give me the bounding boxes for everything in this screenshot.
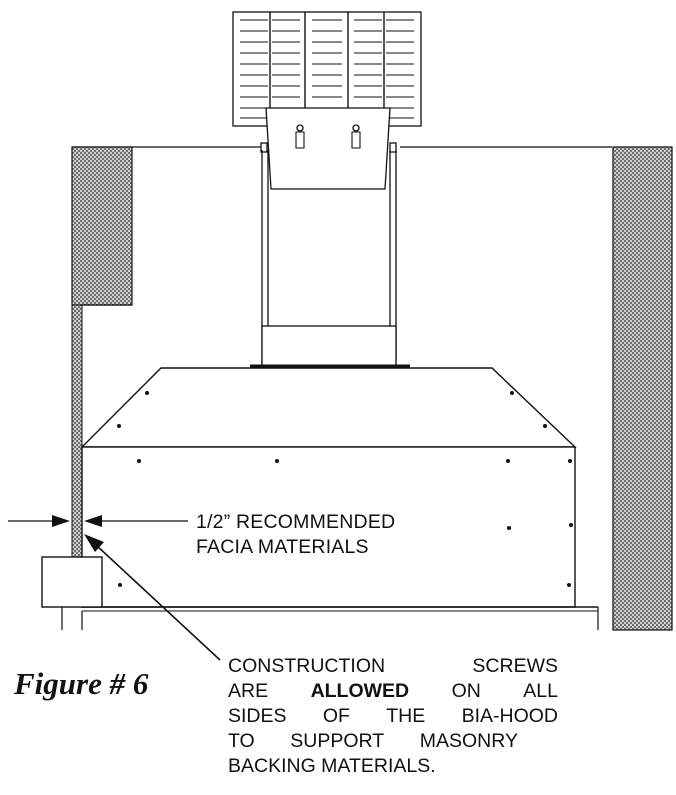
base-support-block (41, 556, 103, 608)
note-line-2: ARE ALLOWED ON ALL (228, 679, 558, 704)
facia-note-line1: 1/2” RECOMMENDED (196, 511, 396, 533)
duct-chase (261, 150, 397, 369)
note-word: CONSTRUCTION (228, 655, 386, 677)
arrow-icon (84, 534, 221, 661)
note-emphasis-allowed: ALLOWED (310, 680, 410, 702)
note-line-1: CONSTRUCTION SCREWS (228, 654, 558, 679)
note-line-4: TO SUPPORT MASONRY (228, 729, 518, 754)
left-masonry-wall (71, 146, 133, 558)
vent-transition-box (260, 107, 397, 190)
construction-screws-note: CONSTRUCTION SCREWS ARE ALLOWED ON ALL S… (228, 654, 558, 779)
facia-note-line2: FACIA MATERIALS (196, 536, 369, 558)
note-word: SCREWS (472, 655, 558, 677)
note-word: ARE (228, 680, 269, 702)
vent-cap-icon (232, 11, 422, 127)
note-word: ALL (523, 680, 558, 702)
note-word: OF (322, 705, 350, 727)
screw-points (117, 391, 573, 587)
note-word: BIA-HOOD (461, 705, 558, 727)
dimension-arrows (8, 515, 188, 527)
note-line-3: SIDES OF THE BIA-HOOD (228, 704, 558, 729)
note-word: SUPPORT (290, 730, 385, 752)
note-word: TO (228, 730, 255, 752)
note-word: BACKING MATERIALS. (228, 755, 436, 777)
note-word: MASONRY (419, 730, 518, 752)
note-word: THE (386, 705, 426, 727)
figure-label: Figure # 6 (14, 666, 149, 701)
note-line-5: BACKING MATERIALS. (228, 754, 558, 779)
facia-dimension-note: 1/2” RECOMMENDED FACIA MATERIALS (196, 510, 395, 560)
note-word: ON (451, 680, 481, 702)
note-word: SIDES (228, 705, 287, 727)
right-masonry-wall (612, 146, 673, 631)
hood-body (80, 364, 599, 630)
